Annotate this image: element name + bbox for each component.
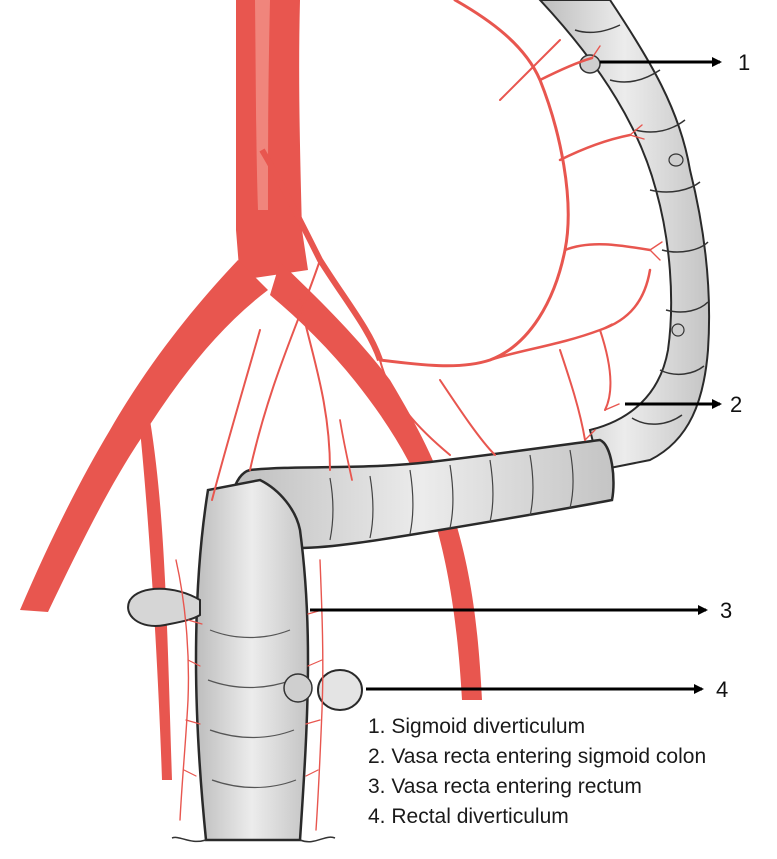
mesenteric-vessels [175,0,663,831]
aorta [236,0,308,280]
legend-item-4: 4. Rectal diverticulum [368,805,569,828]
pointer-3: 3 [310,598,732,623]
legend-item-3: 3. Vasa recta entering rectum [368,775,642,798]
pointer-1-number: 1 [738,50,750,75]
legend-item-2: 2. Vasa recta entering sigmoid colon [368,745,707,768]
rectal-pouch-left [127,587,201,627]
rectum [194,478,310,842]
descending-colon [538,0,711,472]
pointer-3-number: 3 [720,598,732,623]
pointer-4: 4 [366,677,728,702]
pointer-4-number: 4 [716,677,728,702]
pointer-2: 2 [625,392,742,417]
pointer-2-number: 2 [730,392,742,417]
pointer-1: 1 [600,50,750,75]
rectal-diverticulum-shape [317,669,363,711]
bowel [127,0,711,843]
legend: 1. Sigmoid diverticulum 2. Vasa recta en… [368,712,773,832]
legend-item-1: 1. Sigmoid diverticulum [368,715,586,738]
left-common-iliac-artery [20,260,268,612]
